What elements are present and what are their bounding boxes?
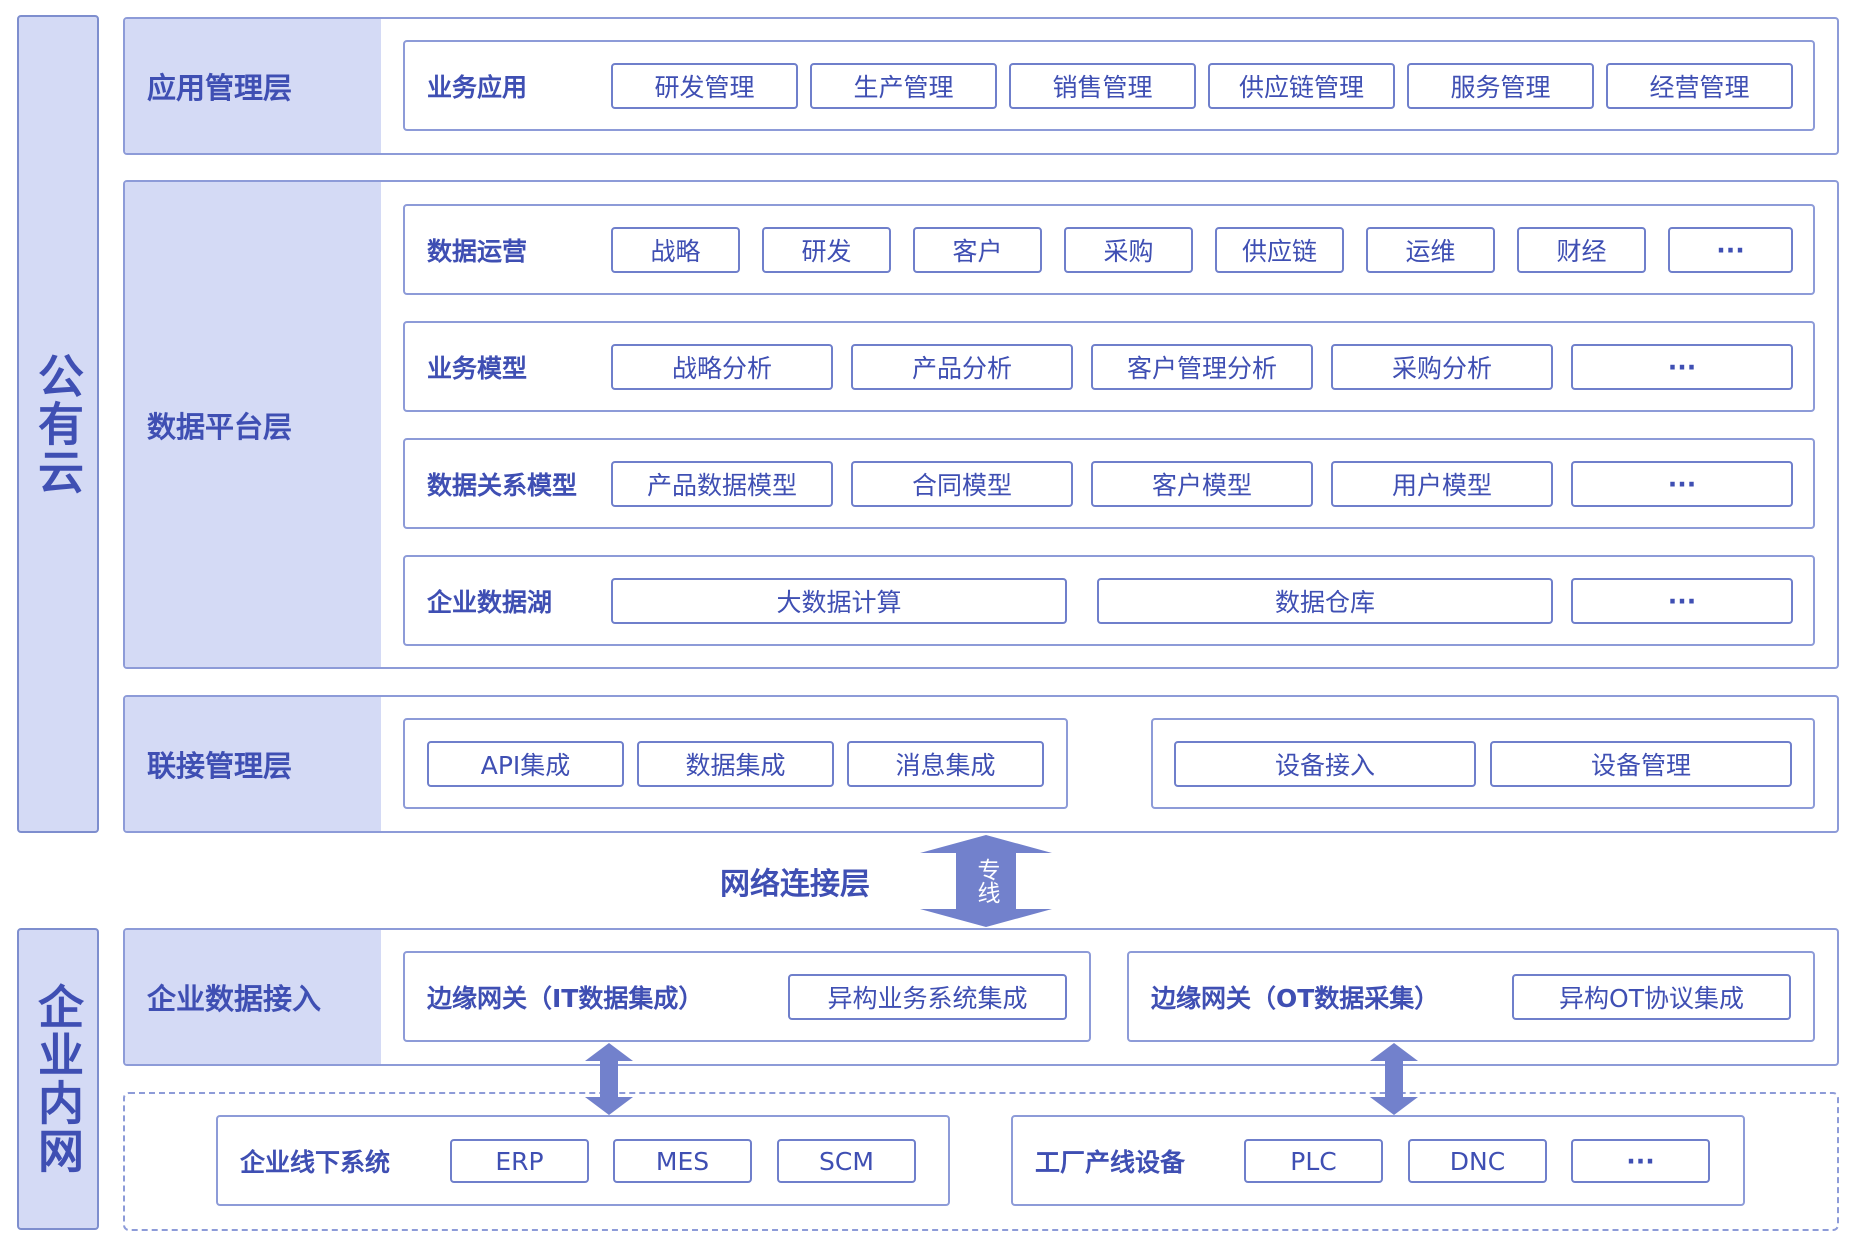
relation-model-more-chip[interactable]: ··· xyxy=(1571,461,1793,507)
it-sync-arrow-shape xyxy=(585,1043,633,1115)
on-premise-area xyxy=(123,1092,1839,1231)
relation-model-chip[interactable]: 客户模型 xyxy=(1091,461,1313,507)
biz-model-chip[interactable]: 战略分析 xyxy=(611,344,833,390)
offline-chip[interactable]: SCM xyxy=(777,1139,916,1183)
factory-chip[interactable]: DNC xyxy=(1408,1139,1547,1183)
ops-chip[interactable]: 研发 xyxy=(762,227,891,273)
it-gateway-label: 边缘网关（IT数据集成） xyxy=(427,983,704,1013)
ot-sync-arrow-shape xyxy=(1370,1043,1418,1115)
business-app-label: 业务应用 xyxy=(427,72,528,102)
leased-line-arrow xyxy=(920,835,1052,927)
ops-chip[interactable]: 运维 xyxy=(1366,227,1495,273)
app-layer-title: 应用管理层 xyxy=(147,71,293,105)
app-chip[interactable]: 销售管理 xyxy=(1009,63,1196,109)
biz-model-chip[interactable]: 客户管理分析 xyxy=(1091,344,1313,390)
app-chip[interactable]: 供应链管理 xyxy=(1208,63,1395,109)
public-cloud-label: 公有云 xyxy=(31,352,85,496)
factory-more-chip[interactable]: ··· xyxy=(1571,1139,1710,1183)
conn-layer-header: 联接管理层 xyxy=(125,697,381,831)
biz-model-more-chip[interactable]: ··· xyxy=(1571,344,1793,390)
data-lake-more-chip[interactable]: ··· xyxy=(1571,578,1793,624)
biz-model-label: 业务模型 xyxy=(427,353,528,383)
it-gateway-group: 边缘网关（IT数据集成） xyxy=(403,951,1091,1042)
offline-systems-label: 企业线下系统 xyxy=(240,1147,391,1177)
factory-chip[interactable]: PLC xyxy=(1244,1139,1383,1183)
biz-model-chip[interactable]: 产品分析 xyxy=(851,344,1073,390)
ops-more-chip[interactable]: ··· xyxy=(1668,227,1793,273)
leased-line-label: 专线 xyxy=(973,858,999,904)
data-layer-header: 数据平台层 xyxy=(125,182,381,667)
app-chip[interactable]: 生产管理 xyxy=(810,63,997,109)
it-sync-arrow xyxy=(585,1043,633,1115)
app-chip[interactable]: 服务管理 xyxy=(1407,63,1594,109)
conn-integration-chip[interactable]: API集成 xyxy=(427,741,624,787)
data-layer-title: 数据平台层 xyxy=(147,409,293,444)
ot-gateway-label: 边缘网关（OT数据采集） xyxy=(1151,983,1440,1013)
conn-layer-title: 联接管理层 xyxy=(147,749,293,783)
it-gateway-chip[interactable]: 异构业务系统集成 xyxy=(788,974,1067,1020)
data-lake-chip[interactable]: 大数据计算 xyxy=(611,578,1067,624)
public-cloud-column: 公有云 xyxy=(17,15,99,833)
ops-chip[interactable]: 战略 xyxy=(611,227,740,273)
offline-chip[interactable]: ERP xyxy=(450,1139,589,1183)
data-lake-chip[interactable]: 数据仓库 xyxy=(1097,578,1553,624)
offline-chip[interactable]: MES xyxy=(613,1139,752,1183)
access-layer-title: 企业数据接入 xyxy=(147,982,322,1016)
app-chip[interactable]: 经营管理 xyxy=(1606,63,1793,109)
ops-chip[interactable]: 财经 xyxy=(1517,227,1646,273)
leased-line-arrow-shape xyxy=(920,835,1052,927)
ops-chip[interactable]: 客户 xyxy=(913,227,1042,273)
device-chip[interactable]: 设备管理 xyxy=(1490,741,1792,787)
ot-gateway-chip[interactable]: 异构OT协议集成 xyxy=(1512,974,1791,1020)
conn-integration-chip[interactable]: 数据集成 xyxy=(637,741,834,787)
data-ops-label: 数据运营 xyxy=(427,236,528,266)
ot-sync-arrow xyxy=(1370,1043,1418,1115)
conn-integration-chip[interactable]: 消息集成 xyxy=(847,741,1044,787)
factory-devices-label: 工厂产线设备 xyxy=(1035,1147,1186,1177)
biz-model-chip[interactable]: 采购分析 xyxy=(1331,344,1553,390)
ops-chip[interactable]: 供应链 xyxy=(1215,227,1344,273)
app-layer-header: 应用管理层 xyxy=(125,19,381,153)
data-lake-label: 企业数据湖 xyxy=(427,587,553,617)
access-layer-header: 企业数据接入 xyxy=(125,930,381,1064)
relation-model-chip[interactable]: 用户模型 xyxy=(1331,461,1553,507)
ops-chip[interactable]: 采购 xyxy=(1064,227,1193,273)
intranet-label: 企业内网 xyxy=(31,983,85,1175)
network-layer-title: 网络连接层 xyxy=(720,867,870,902)
intranet-column: 企业内网 xyxy=(17,928,99,1230)
relation-model-label: 数据关系模型 xyxy=(427,470,578,500)
relation-model-chip[interactable]: 合同模型 xyxy=(851,461,1073,507)
device-chip[interactable]: 设备接入 xyxy=(1174,741,1476,787)
app-chip[interactable]: 研发管理 xyxy=(611,63,798,109)
relation-model-chip[interactable]: 产品数据模型 xyxy=(611,461,833,507)
